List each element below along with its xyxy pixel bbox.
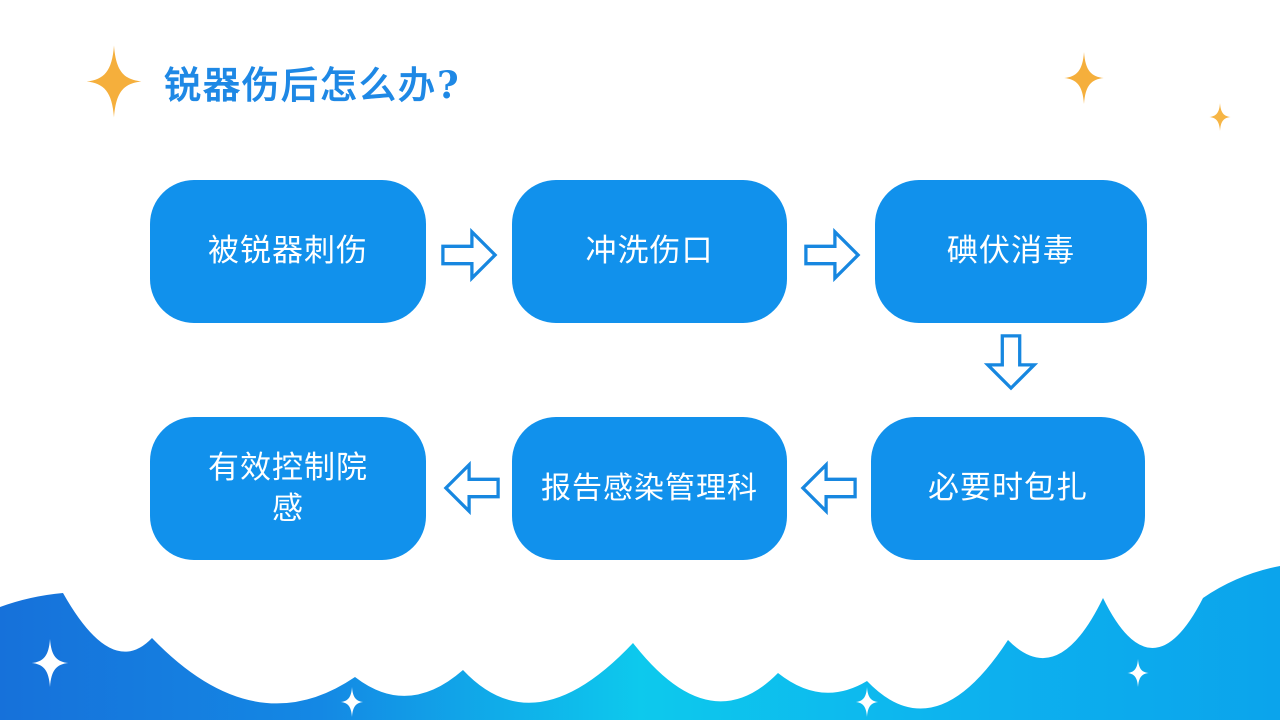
arrow-down-icon bbox=[983, 333, 1039, 391]
arrow-right-icon bbox=[803, 227, 861, 283]
gold-sparkle-icon bbox=[1206, 102, 1234, 132]
arrow-left-icon bbox=[800, 460, 858, 516]
flow-step-2: 冲洗伤口 bbox=[512, 180, 787, 323]
arrow-right-icon bbox=[440, 227, 498, 283]
flow-step-label: 有效控制院感 bbox=[208, 450, 368, 527]
flow-step-3: 碘伏消毒 bbox=[875, 180, 1147, 323]
flow-step-label: 必要时包扎 bbox=[928, 470, 1088, 507]
flow-step-label: 被锐器刺伤 bbox=[208, 233, 368, 270]
flow-step-label: 碘伏消毒 bbox=[947, 233, 1075, 270]
flow-step-6: 有效控制院感 bbox=[150, 417, 426, 560]
flow-step-5: 报告感染管理科 bbox=[512, 417, 787, 560]
arrow-left-icon bbox=[443, 460, 501, 516]
wave-decoration bbox=[0, 560, 1280, 720]
gold-sparkle-icon bbox=[78, 44, 150, 120]
flow-step-4: 必要时包扎 bbox=[871, 417, 1145, 560]
wave-shape bbox=[0, 566, 1280, 720]
flow-step-1: 被锐器刺伤 bbox=[150, 180, 426, 323]
flow-step-label: 冲洗伤口 bbox=[585, 233, 714, 270]
gold-sparkle-icon bbox=[1058, 50, 1110, 106]
page-title: 锐器伤后怎么办? bbox=[164, 63, 461, 107]
title-row: 锐器伤后怎么办? bbox=[78, 44, 461, 120]
flow-step-label: 报告感染管理科 bbox=[541, 471, 758, 506]
